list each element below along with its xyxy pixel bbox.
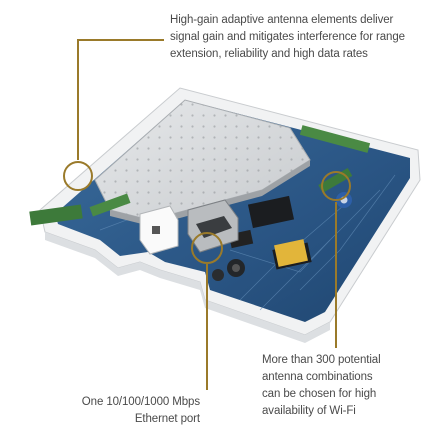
antenna-callout-line-2: signal gain and mitigates interference f… [170,31,405,43]
antenna-callout-line-3: extension, reliability and high data rat… [170,48,368,60]
antenna-callout: High-gain adaptive antenna elements deli… [170,12,432,63]
ethernet-highlight-ring [191,232,223,264]
callout-lines [63,39,351,390]
ethernet-callout-line-2: Ethernet port [134,413,200,425]
combinations-callout-line-2: antenna combinations [262,371,373,383]
power-connector [139,205,179,255]
ethernet-port [187,199,239,253]
transformer [274,239,308,267]
ethernet-callout: One 10/100/1000 Mbps Ethernet port [60,394,200,428]
ethernet-callout-line-1: One 10/100/1000 Mbps [81,396,200,408]
combinations-callout-line-1: More than 300 potential [262,354,381,366]
combinations-highlight-ring [321,171,351,201]
antenna-leader-line [77,39,164,160]
antenna-callout-line-1: High-gain adaptive antenna elements deli… [170,14,394,26]
combinations-callout-line-4: availability of Wi-Fi [262,405,356,417]
combinations-callout: More than 300 potential antenna combinat… [262,352,432,420]
antenna-highlight-ring [63,161,93,191]
antenna-shield [94,99,311,226]
combinations-callout-line-3: can be chosen for high [262,388,377,400]
capacitors [212,192,352,281]
